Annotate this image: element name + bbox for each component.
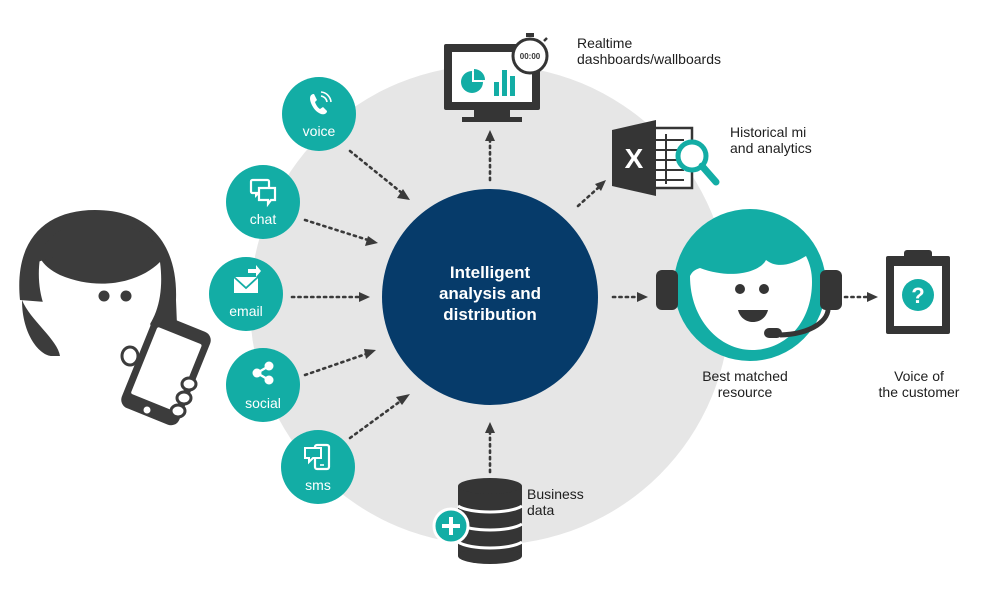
business-data-label-line-2: data xyxy=(527,502,555,518)
arrowhead-business xyxy=(485,422,495,433)
output-connectors xyxy=(485,130,878,474)
connector-voice xyxy=(348,149,404,195)
channel-social[interactable]: social xyxy=(226,348,300,422)
database-icon xyxy=(432,478,523,564)
arrowhead-voice xyxy=(397,189,410,200)
mobile-message-icon xyxy=(304,443,331,471)
customer-avatar xyxy=(19,210,179,356)
hub-label-line-3: distribution xyxy=(443,305,537,324)
channel-chat-label: chat xyxy=(250,211,277,227)
arrowhead-social xyxy=(364,349,376,359)
stopwatch-icon: 00:00 xyxy=(511,33,549,75)
clipboard-badge: ? xyxy=(911,283,924,308)
channel-voice[interactable]: voice xyxy=(282,77,356,151)
historical-label-line-2: and analytics xyxy=(730,140,812,156)
resource-label: Best matched resource xyxy=(680,368,810,400)
channel-email-label: email xyxy=(229,303,262,319)
realtime-label: Realtime dashboards/wallboards xyxy=(577,35,721,67)
hub-circle xyxy=(382,189,598,405)
connector-historical xyxy=(576,186,600,208)
arrowhead-realtime xyxy=(485,130,495,141)
chat-bubbles-icon xyxy=(249,178,277,208)
channel-sms[interactable]: sms xyxy=(281,430,355,504)
phone-icon xyxy=(310,91,332,115)
share-icon xyxy=(252,361,274,385)
realtime-label-line-2: dashboards/wallboards xyxy=(577,51,721,67)
hub-label: Intelligent analysis and distribution xyxy=(390,262,590,325)
envelope-icon xyxy=(233,265,261,293)
customer-eye-right xyxy=(120,290,132,302)
arrowhead-voc xyxy=(867,292,878,302)
channel-email[interactable]: email xyxy=(209,257,283,331)
resource-label-line-1: Best matched xyxy=(702,368,788,384)
agent-avatar-icon xyxy=(656,209,842,361)
historical-label: Historical mi and analytics xyxy=(730,124,812,156)
channel-social-label: social xyxy=(245,395,281,411)
business-data-label: Business data xyxy=(527,486,584,518)
channel-connectors xyxy=(290,149,410,440)
connector-social xyxy=(303,352,368,377)
smartphone-icon xyxy=(120,314,211,426)
magnifier-icon xyxy=(675,139,709,173)
hub-label-line-1: Intelligent xyxy=(449,263,531,282)
spreadsheet-icon: X xyxy=(612,120,720,196)
resource-label-line-2: resource xyxy=(717,384,773,400)
historical-label-line-1: Historical mi xyxy=(730,124,807,140)
connector-sms xyxy=(348,398,404,440)
channel-voice-label: voice xyxy=(303,123,336,139)
arrowhead-resource xyxy=(637,292,648,302)
arrowhead-chat xyxy=(365,236,378,246)
arrowhead-email xyxy=(359,292,370,302)
voc-label: Voice of the customer xyxy=(860,368,978,400)
channel-chat[interactable]: chat xyxy=(226,165,300,239)
hub-label-line-2: analysis and xyxy=(438,284,542,303)
connector-chat xyxy=(303,218,370,242)
business-data-label-line-1: Business xyxy=(527,486,584,502)
customer-eye-left xyxy=(98,290,110,302)
channel-sms-label: sms xyxy=(305,477,331,493)
arrowhead-sms xyxy=(396,394,410,405)
spreadsheet-badge: X xyxy=(625,143,644,174)
voc-label-line-2: the customer xyxy=(878,384,960,400)
clipboard-question-icon: ? xyxy=(886,250,950,334)
stopwatch-readout: 00:00 xyxy=(520,52,541,61)
voc-label-line-1: Voice of xyxy=(894,368,944,384)
realtime-label-line-1: Realtime xyxy=(577,35,633,51)
arrowhead-historical xyxy=(595,180,606,191)
